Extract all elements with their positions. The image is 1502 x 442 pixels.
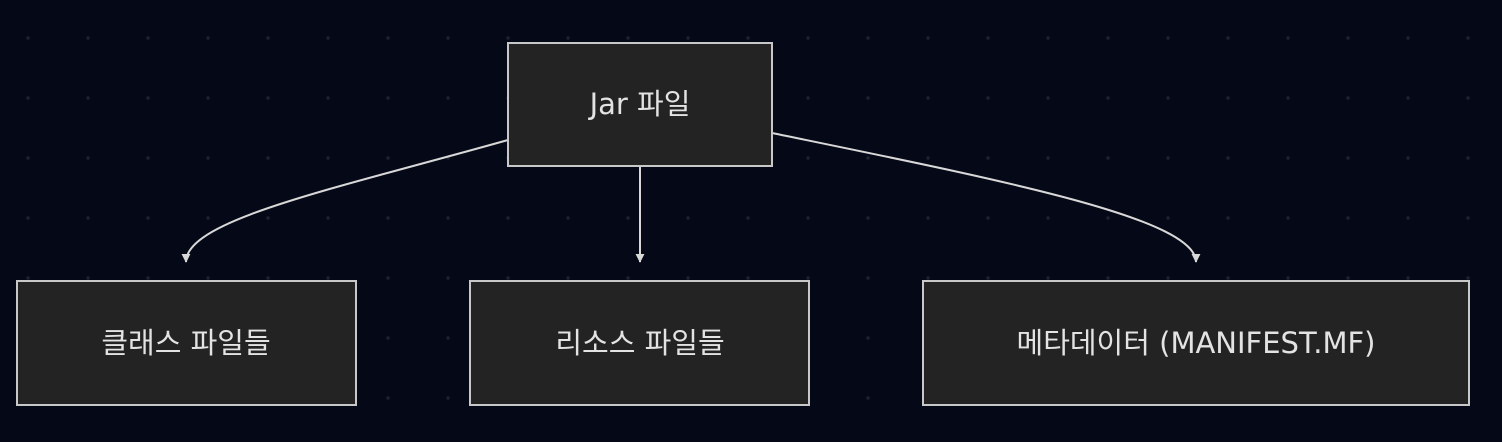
node-class-files-label: 클래스 파일들 <box>101 326 270 360</box>
node-jar-file[interactable]: Jar 파일 <box>507 42 773 167</box>
edge-root-to-class-files <box>181 139 509 263</box>
edge-root-to-metadata <box>771 132 1201 263</box>
node-resource-files-label: 리소스 파일들 <box>555 326 724 360</box>
node-jar-file-label: Jar 파일 <box>588 87 691 121</box>
node-metadata-label: 메타데이터 (MANIFEST.MF) <box>1017 326 1376 360</box>
node-resource-files[interactable]: 리소스 파일들 <box>469 280 810 406</box>
node-metadata[interactable]: 메타데이터 (MANIFEST.MF) <box>922 280 1470 406</box>
node-class-files[interactable]: 클래스 파일들 <box>16 280 357 406</box>
